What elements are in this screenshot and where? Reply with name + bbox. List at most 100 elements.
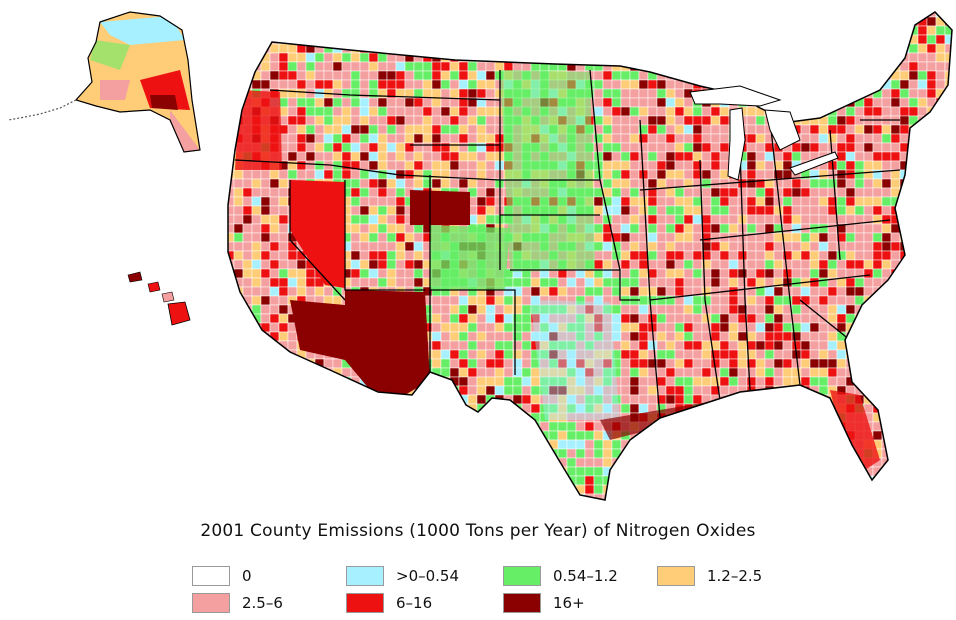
county-cell	[314, 286, 325, 297]
county-cell	[908, 214, 919, 225]
county-cell	[404, 223, 415, 234]
county-cell	[926, 367, 937, 378]
county-cell	[395, 160, 406, 171]
county-cell	[944, 187, 952, 198]
county-cell	[837, 503, 846, 510]
county-cell	[710, 43, 721, 54]
county-cell	[638, 34, 649, 45]
county-cell	[548, 25, 559, 36]
county-cell	[926, 214, 937, 225]
county-cell	[863, 322, 874, 333]
county-cell	[665, 385, 676, 396]
county-cell	[782, 187, 793, 198]
county-cell	[485, 12, 496, 18]
county-cell	[485, 79, 496, 90]
county-cell	[332, 358, 343, 369]
county-cell	[368, 34, 379, 45]
county-cell	[485, 484, 496, 495]
county-cell	[881, 466, 892, 477]
county-cell	[746, 277, 757, 288]
county-cell	[260, 169, 271, 180]
county-cell	[602, 259, 613, 270]
county-cell	[854, 340, 865, 351]
county-cell	[287, 277, 298, 288]
county-cell	[944, 169, 952, 180]
legend-label-5: 6–16	[396, 594, 433, 612]
county-cell	[872, 268, 883, 279]
county-cell	[710, 151, 721, 162]
county-cell	[746, 268, 757, 279]
county-cell	[764, 286, 775, 297]
county-cell	[827, 79, 838, 90]
county-cell	[314, 457, 325, 468]
county-cell	[296, 493, 307, 500]
county-cell	[225, 503, 234, 510]
county-cell	[485, 376, 496, 387]
county-cell	[395, 16, 406, 27]
county-cell	[431, 457, 442, 468]
county-cell	[314, 439, 325, 450]
county-cell	[269, 205, 280, 216]
county-cell	[233, 16, 244, 27]
county-cell	[674, 169, 685, 180]
county-cell	[350, 34, 361, 45]
county-cell	[764, 79, 775, 90]
county-cell	[233, 394, 244, 405]
county-cell	[467, 133, 478, 144]
county-cell	[233, 295, 244, 306]
county-cell	[872, 124, 883, 135]
county-cell	[611, 106, 622, 117]
county-cell	[944, 367, 952, 378]
county-cell	[863, 295, 874, 306]
county-cell	[917, 493, 928, 500]
county-cell	[287, 358, 298, 369]
county-cell	[800, 376, 811, 387]
county-cell	[228, 124, 235, 135]
county-cell	[404, 475, 415, 486]
county-cell	[359, 493, 370, 500]
county-cell	[314, 16, 325, 27]
county-cell	[836, 475, 847, 486]
county-cell	[386, 97, 397, 108]
county-cell	[629, 331, 640, 342]
county-cell	[368, 88, 379, 99]
legend-label-0: 0	[242, 567, 252, 585]
county-cell	[233, 34, 244, 45]
county-cell	[728, 214, 739, 225]
county-cell	[341, 115, 352, 126]
county-cell	[620, 79, 631, 90]
county-cell	[377, 169, 388, 180]
county-cell	[269, 448, 280, 459]
county-cell	[674, 259, 685, 270]
county-cell	[674, 52, 685, 63]
county-cell	[413, 394, 424, 405]
county-cell	[620, 133, 631, 144]
county-cell	[710, 223, 721, 234]
county-cell	[233, 12, 244, 18]
county-cell	[530, 475, 541, 486]
county-cell	[512, 52, 523, 63]
county-cell	[764, 385, 775, 396]
county-cell	[323, 34, 334, 45]
county-cell	[809, 205, 820, 216]
county-cell	[746, 61, 757, 72]
county-cell	[323, 430, 334, 441]
county-cell	[458, 340, 469, 351]
county-cell	[791, 88, 802, 99]
county-cell	[899, 124, 910, 135]
county-cell	[377, 106, 388, 117]
county-cell	[251, 259, 262, 270]
county-cell	[782, 70, 793, 81]
county-cell	[557, 475, 568, 486]
county-cell	[476, 187, 487, 198]
county-cell	[296, 457, 307, 468]
county-cell	[638, 448, 649, 459]
county-cell	[719, 403, 730, 414]
county-cell	[593, 232, 604, 243]
county-cell	[404, 394, 415, 405]
county-cell	[854, 160, 865, 171]
county-cell	[863, 331, 874, 342]
county-cell	[458, 448, 469, 459]
county-cell	[278, 367, 289, 378]
county-cell	[228, 34, 235, 45]
